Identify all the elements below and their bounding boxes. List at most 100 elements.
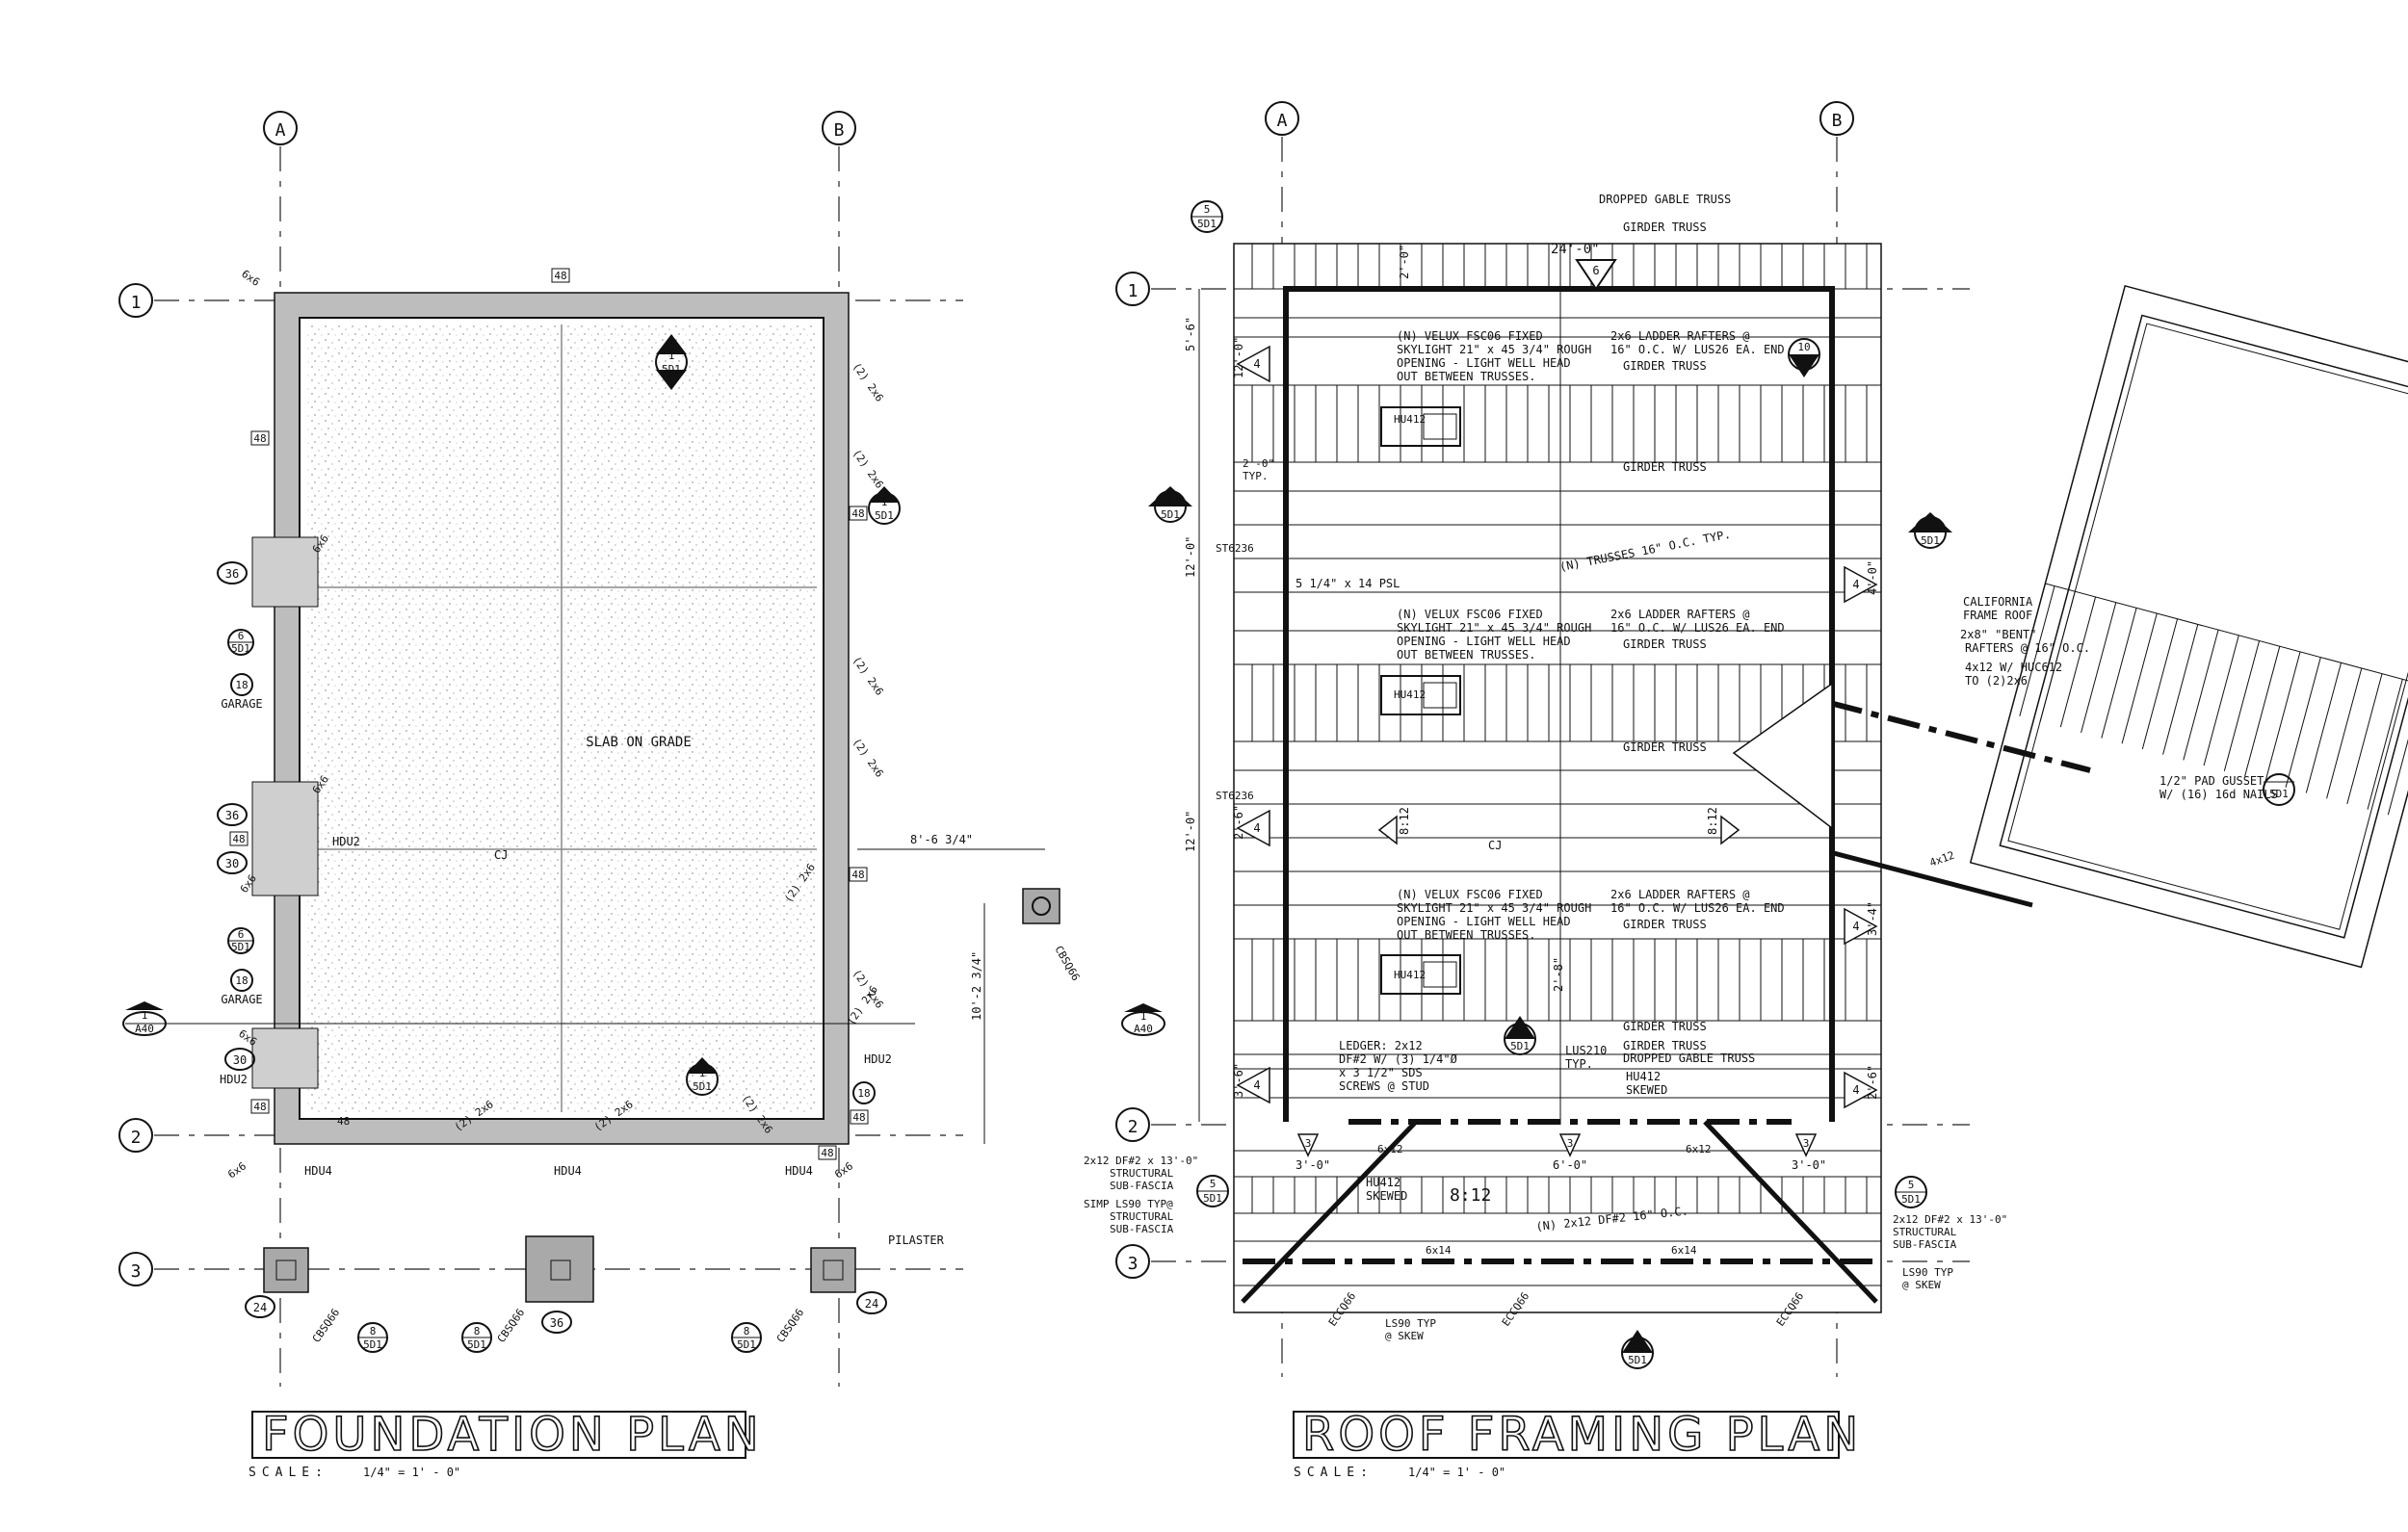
roof-section-a40 [1121,1011,1165,1036]
tag-48-left [250,430,270,446]
tag-30-a-text: 30 [225,857,239,870]
girder-2a: GIRDER TRUSS [1623,637,1707,651]
pilaster-footing-c [810,1247,856,1293]
simp-1: SIMP LS90 TYP@ [1084,1198,1173,1210]
roof-section-a40-num: 1 [1140,1010,1147,1023]
grid-bubble-b [822,111,856,145]
girder-3a: GIRDER TRUSS [1623,918,1707,931]
beam-6x14-b: 6x14 [1671,1244,1697,1257]
girder-2b: GIRDER TRUSS [1623,740,1707,754]
note-st6236-a: ST6236 [1216,542,1254,555]
subfascia-left-2: STRUCTURAL [1110,1167,1174,1180]
note-2ft-typ: TYP. [1243,470,1269,482]
section-1-bottom-sheet: 5D1 [693,1080,712,1093]
pilaster-label: PILASTER [888,1233,945,1247]
section-5-right-num: 5 [1908,1179,1915,1191]
ls90-right-1: LS90 TYP [1902,1266,1953,1279]
ledger-line2: DF#2 W/ (3) 1/4"Ø [1339,1052,1458,1066]
section-5-right-sheet: 5D1 [1901,1193,1921,1206]
subfascia-note-right: 2x12 DF#2 x 13'-0" STRUCTURAL SUB-FASCIA [1893,1213,2007,1251]
ledger-line1: LEDGER: 2x12 [1339,1039,1423,1052]
note-dropped-gable-top: DROPPED GABLE TRUSS [1599,193,1731,206]
skylight-3-hanger: HU412 [1394,969,1426,981]
roof-scale-value: 1/4" = 1' - 0" [1408,1466,1505,1479]
section-9-left-num: 9 [1167,494,1174,506]
tag-18-b [230,969,253,992]
ls90-left-1: LS90 TYP [1385,1317,1436,1330]
cj-label: CJ [494,848,508,862]
section-8-b-num: 8 [474,1325,481,1337]
ladder1-line1: 2x6 LADDER RAFTERS @ [1610,329,1750,343]
roof-grid-label-3: 3 [1128,1254,1139,1274]
note-girder-top: GIRDER TRUSS [1623,221,1707,234]
ls90-left-2: @ SKEW [1385,1330,1424,1342]
pitch-mid-right: 8:12 [1706,807,1719,835]
hdu4-label-b: HDU4 [554,1164,582,1178]
slab-label: SLAB ON GRADE [586,735,692,750]
roof-grid-bubble-b [1819,101,1854,136]
sky3-line4: OUT BETWEEN TRUSSES. [1397,928,1536,942]
tag-6-top [1575,259,1617,291]
grid-label-2: 2 [131,1128,142,1148]
grid-label-1: 1 [131,293,142,313]
section-8-a-num: 8 [370,1325,377,1337]
tag-48-top-text: 48 [554,270,566,282]
section-6-b-sheet: 5D1 [231,941,250,953]
tag-48-left-text: 48 [253,432,266,445]
section-10-bottom-num: 10 [1513,1026,1526,1038]
section-a40-bubble [122,1011,167,1036]
callout-2x6-d: (2) 2x6 [851,736,886,779]
beam-6x12-a: 6x12 [1377,1143,1403,1155]
ladder3-line1: 2x6 LADDER RAFTERS @ [1610,888,1750,901]
hip-right [1703,1120,1878,1304]
hdu4-label-c: HDU4 [785,1164,813,1178]
tag-48-right-d [818,1145,837,1160]
tag-24-a-text: 24 [253,1301,267,1314]
tag-48-right-a-text: 48 [851,507,864,520]
hu412-skewed-b-1: HU412 [1366,1176,1400,1189]
rafter-lines [1251,244,1868,1213]
ledger-note: LEDGER: 2x12 DF#2 W/ (3) 1/4"Ø x 3 1/2" … [1339,1039,1458,1093]
left-rake-tags: 4 12'-0" 4 2'-6" 4 3'-6" [1232,337,1270,1104]
simp-note: SIMP LS90 TYP@ STRUCTURAL SUB-FASCIA [1084,1198,1174,1235]
subfascia-note-left: 2x12 DF#2 x 13'-0" STRUCTURAL SUB-FASCIA [1084,1155,1198,1192]
section-11-num: 11 [1631,1339,1643,1352]
tag-48-c [250,1099,270,1114]
tag-18-right-text: 18 [857,1087,870,1100]
tag-18-right [852,1081,876,1104]
tag-30-a [217,851,248,874]
tag-36-b [217,803,248,826]
tag-24-a [245,1295,275,1318]
note-psl: 5 1/4" x 14 PSL [1296,577,1400,590]
ladder3-line2: 16" O.C. W/ LUS26 EA. END [1610,901,1785,915]
post-6x6-f: 6x6 [225,1159,249,1181]
pitch-bottom: 8:12 [1450,1185,1491,1206]
grid-label-3: 3 [131,1261,142,1282]
grid-label-b: B [834,120,845,141]
ls90-right-2: @ SKEW [1902,1279,1941,1291]
tag-24-b-text: 24 [865,1297,878,1311]
tag-18-a [230,673,253,696]
section-1-bottom-num: 1 [699,1067,706,1079]
dim-24: 24'-0" [1551,242,1600,257]
subfascia-right-1: 2x12 DF#2 x 13'-0" [1893,1213,2007,1226]
section-8-c-num: 8 [744,1325,750,1337]
dropped-gable-bottom: DROPPED GABLE TRUSS [1623,1052,1755,1065]
dim-horizontal: 8'-6 3/4" [910,833,973,846]
ladder2-line1: 2x6 LADDER RAFTERS @ [1610,608,1750,621]
pilaster-left-3 [251,1027,319,1089]
tag-36-a [217,561,248,584]
girder-1a: GIRDER TRUSS [1623,359,1707,373]
skylight-2 [1380,675,1461,715]
roof-grid-bubble-1 [1115,272,1150,306]
tag-4-d: 4 [1852,578,1859,591]
tag-48-right-d-text: 48 [821,1147,833,1159]
roof-cj-label: CJ [1488,839,1502,852]
bent-1: 2x8" "BENT" [1960,628,2036,641]
tag-4-c: 4 [1253,1078,1260,1092]
dim-3-6: 3'-6" [1232,1063,1245,1098]
ledger-line4: SCREWS @ STUD [1339,1079,1429,1093]
section-8-c-sheet: 5D1 [737,1338,756,1351]
bottom-rake-tags: 3 3'-0" 3 6'-0" 3 3'-0" [1296,1133,1826,1172]
